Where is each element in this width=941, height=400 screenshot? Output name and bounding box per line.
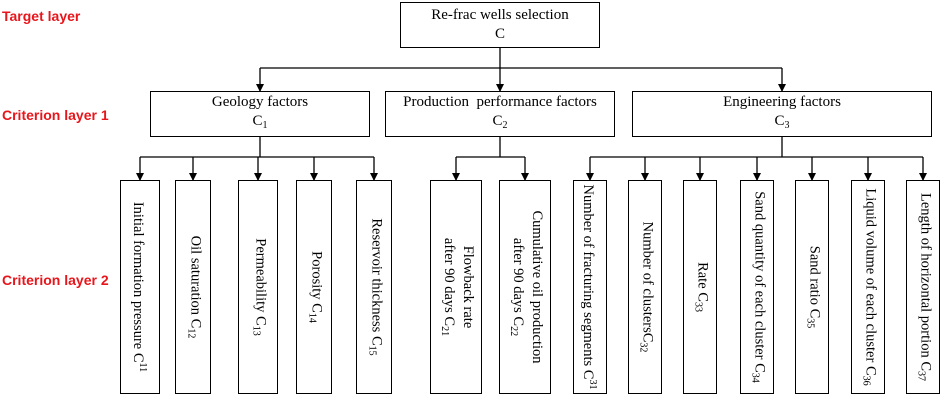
- factor-label-line-1: Flowback rate: [458, 238, 477, 336]
- factor-label-line-1: Number of fracturing segments C31: [578, 185, 602, 390]
- criterion-code-text: C: [774, 113, 785, 129]
- factor-label-line-1-subscript: 35: [804, 318, 816, 329]
- target-title: Re-frac wells selection: [431, 7, 569, 23]
- factor-label-line-1: Liquid volume of each cluster C36: [857, 188, 880, 385]
- factor-label-line-1-text: Permeability C: [252, 238, 269, 326]
- factor-label: Sand quantity of each cluster C34: [746, 191, 769, 383]
- factor-label-line-1-subscript: 12: [185, 328, 197, 339]
- factor-label-line-1-text: Liquid volume of each cluster C: [862, 188, 879, 376]
- factor-label-line-1-subscript: 36: [860, 375, 872, 386]
- factor-box: Initial formation pressure C11: [120, 180, 160, 394]
- factor-label-line-1: Rate C33: [689, 262, 712, 312]
- factor-label: Porosity C14: [303, 251, 326, 323]
- factor-label-line-1-text: Porosity C: [308, 251, 325, 313]
- factor-label-line-1-subscript: 37: [915, 371, 927, 381]
- criterion-code: C2: [492, 112, 507, 135]
- factor-label: Rate C33: [689, 262, 712, 312]
- factor-label-line-1-subscript: 32: [637, 342, 649, 353]
- factor-box: Permeability C13: [238, 180, 278, 394]
- criterion-title: Geology factors: [211, 94, 309, 110]
- factor-box: Sand ratio C35: [795, 180, 829, 394]
- criterion-title: Production performance factors: [403, 94, 597, 110]
- factor-box: Liquid volume of each cluster C36: [851, 180, 885, 394]
- factor-label-line-1-text: Sand quantity of each cluster C: [751, 191, 768, 373]
- criterion-code-subscript: 1: [262, 120, 268, 131]
- factor-label: Reservoir thickness C15: [363, 218, 386, 355]
- factor-label-line-1: Initial formation pressure C11: [128, 202, 152, 372]
- factor-label: Oil saturation C12: [182, 236, 205, 339]
- factor-box: Length of horizontal portion C37: [906, 180, 940, 394]
- factor-label-line-1: Porosity C14: [303, 251, 326, 323]
- factor-label-line-1: Length of horizontal portion C37: [912, 193, 935, 381]
- factor-label-line-1-subscript: 14: [306, 312, 318, 323]
- criterion-code-subscript: 3: [784, 120, 790, 131]
- factor-label-line-1: Number of clustersC32: [634, 222, 657, 353]
- factor-label: Liquid volume of each cluster C36: [857, 188, 880, 385]
- factor-label: Permeability C13: [247, 238, 270, 335]
- factor-label: Length of horizontal portion C37: [912, 193, 935, 381]
- target-box: Re-frac wells selection C: [400, 2, 600, 48]
- factor-label-line-1-text: Reservoir thickness C: [368, 218, 385, 346]
- factor-box: Number of fracturing segments C31: [573, 180, 607, 394]
- factor-label-line-1: Permeability C13: [247, 238, 270, 335]
- criterion-layer-2-label: Criterion layer 2: [2, 272, 109, 288]
- factor-label-line-1-text: Cumulative oil production: [529, 210, 545, 364]
- factor-label-line-1-text: Oil saturation C: [187, 235, 204, 329]
- factor-label: Sand ratio C35: [801, 246, 824, 329]
- factor-box: Oil saturation C12: [175, 180, 211, 394]
- factor-label-line-1: Sand ratio C35: [801, 246, 824, 329]
- criterion-code-text: C: [252, 113, 263, 129]
- criterion-code: C3: [774, 112, 789, 135]
- factor-label-line-2: after 90 days C21: [435, 238, 458, 336]
- factor-label-line-1-text: Flowback rate: [460, 245, 476, 329]
- criterion-code: C1: [252, 112, 267, 135]
- factor-label-line-2: after 90 days C22: [504, 210, 527, 363]
- factor-label-line-1-subscript: 15: [366, 345, 378, 356]
- factor-label-line-2-subscript: 21: [439, 326, 450, 337]
- criterion-title: Engineering factors: [723, 94, 841, 110]
- criterion-layer-1-label: Criterion layer 1: [2, 107, 109, 123]
- criterion-code-text: C: [492, 113, 503, 129]
- factor-label: Number of fracturing segments C31: [578, 185, 602, 390]
- factor-label-line-1: Cumulative oil production: [527, 210, 546, 363]
- factor-label-line-1-superscript: 31: [587, 379, 598, 390]
- factor-label-line-1-text: Rate C: [694, 262, 711, 302]
- factor-label-line-1: Sand quantity of each cluster C34: [746, 191, 769, 383]
- factor-label-line-1-text: Initial formation pressure C: [130, 201, 146, 363]
- factor-label-line-1: Reservoir thickness C15: [363, 218, 386, 355]
- factor-label-line-1-text: Number of fracturing segments C: [580, 184, 596, 380]
- factor-label-line-2-text: after 90 days C: [441, 237, 457, 327]
- factor-label: Number of clustersC32: [634, 222, 657, 353]
- target-layer-label: Target layer: [2, 8, 81, 24]
- factor-label: Initial formation pressure C11: [128, 202, 152, 372]
- factor-label-line-1: Oil saturation C12: [182, 236, 205, 339]
- factor-box: Reservoir thickness C15: [356, 180, 392, 394]
- criterion-code-subscript: 2: [502, 120, 508, 131]
- factor-label-line-1-subscript: 33: [692, 301, 704, 312]
- factor-label-line-1-subscript: 13: [250, 325, 262, 336]
- factor-label-line-2-subscript: 22: [508, 326, 519, 337]
- factor-label-line-1-subscript: 34: [749, 372, 761, 383]
- factor-label-line-1-text: Length of horizontal portion C: [917, 193, 934, 371]
- factor-box: Sand quantity of each cluster C34: [740, 180, 774, 394]
- target-code: C: [494, 26, 505, 42]
- factor-label-line-1-text: Sand ratio C: [806, 245, 823, 319]
- factor-box: Number of clustersC32: [628, 180, 662, 394]
- factor-box: Porosity C14: [296, 180, 332, 394]
- factor-label-line-1-text: Number of clustersC: [639, 221, 656, 343]
- factor-box: Rate C33: [683, 180, 717, 394]
- factor-label-line-2-text: after 90 days C: [510, 237, 526, 327]
- factor-label-line-1-superscript: 11: [137, 362, 148, 373]
